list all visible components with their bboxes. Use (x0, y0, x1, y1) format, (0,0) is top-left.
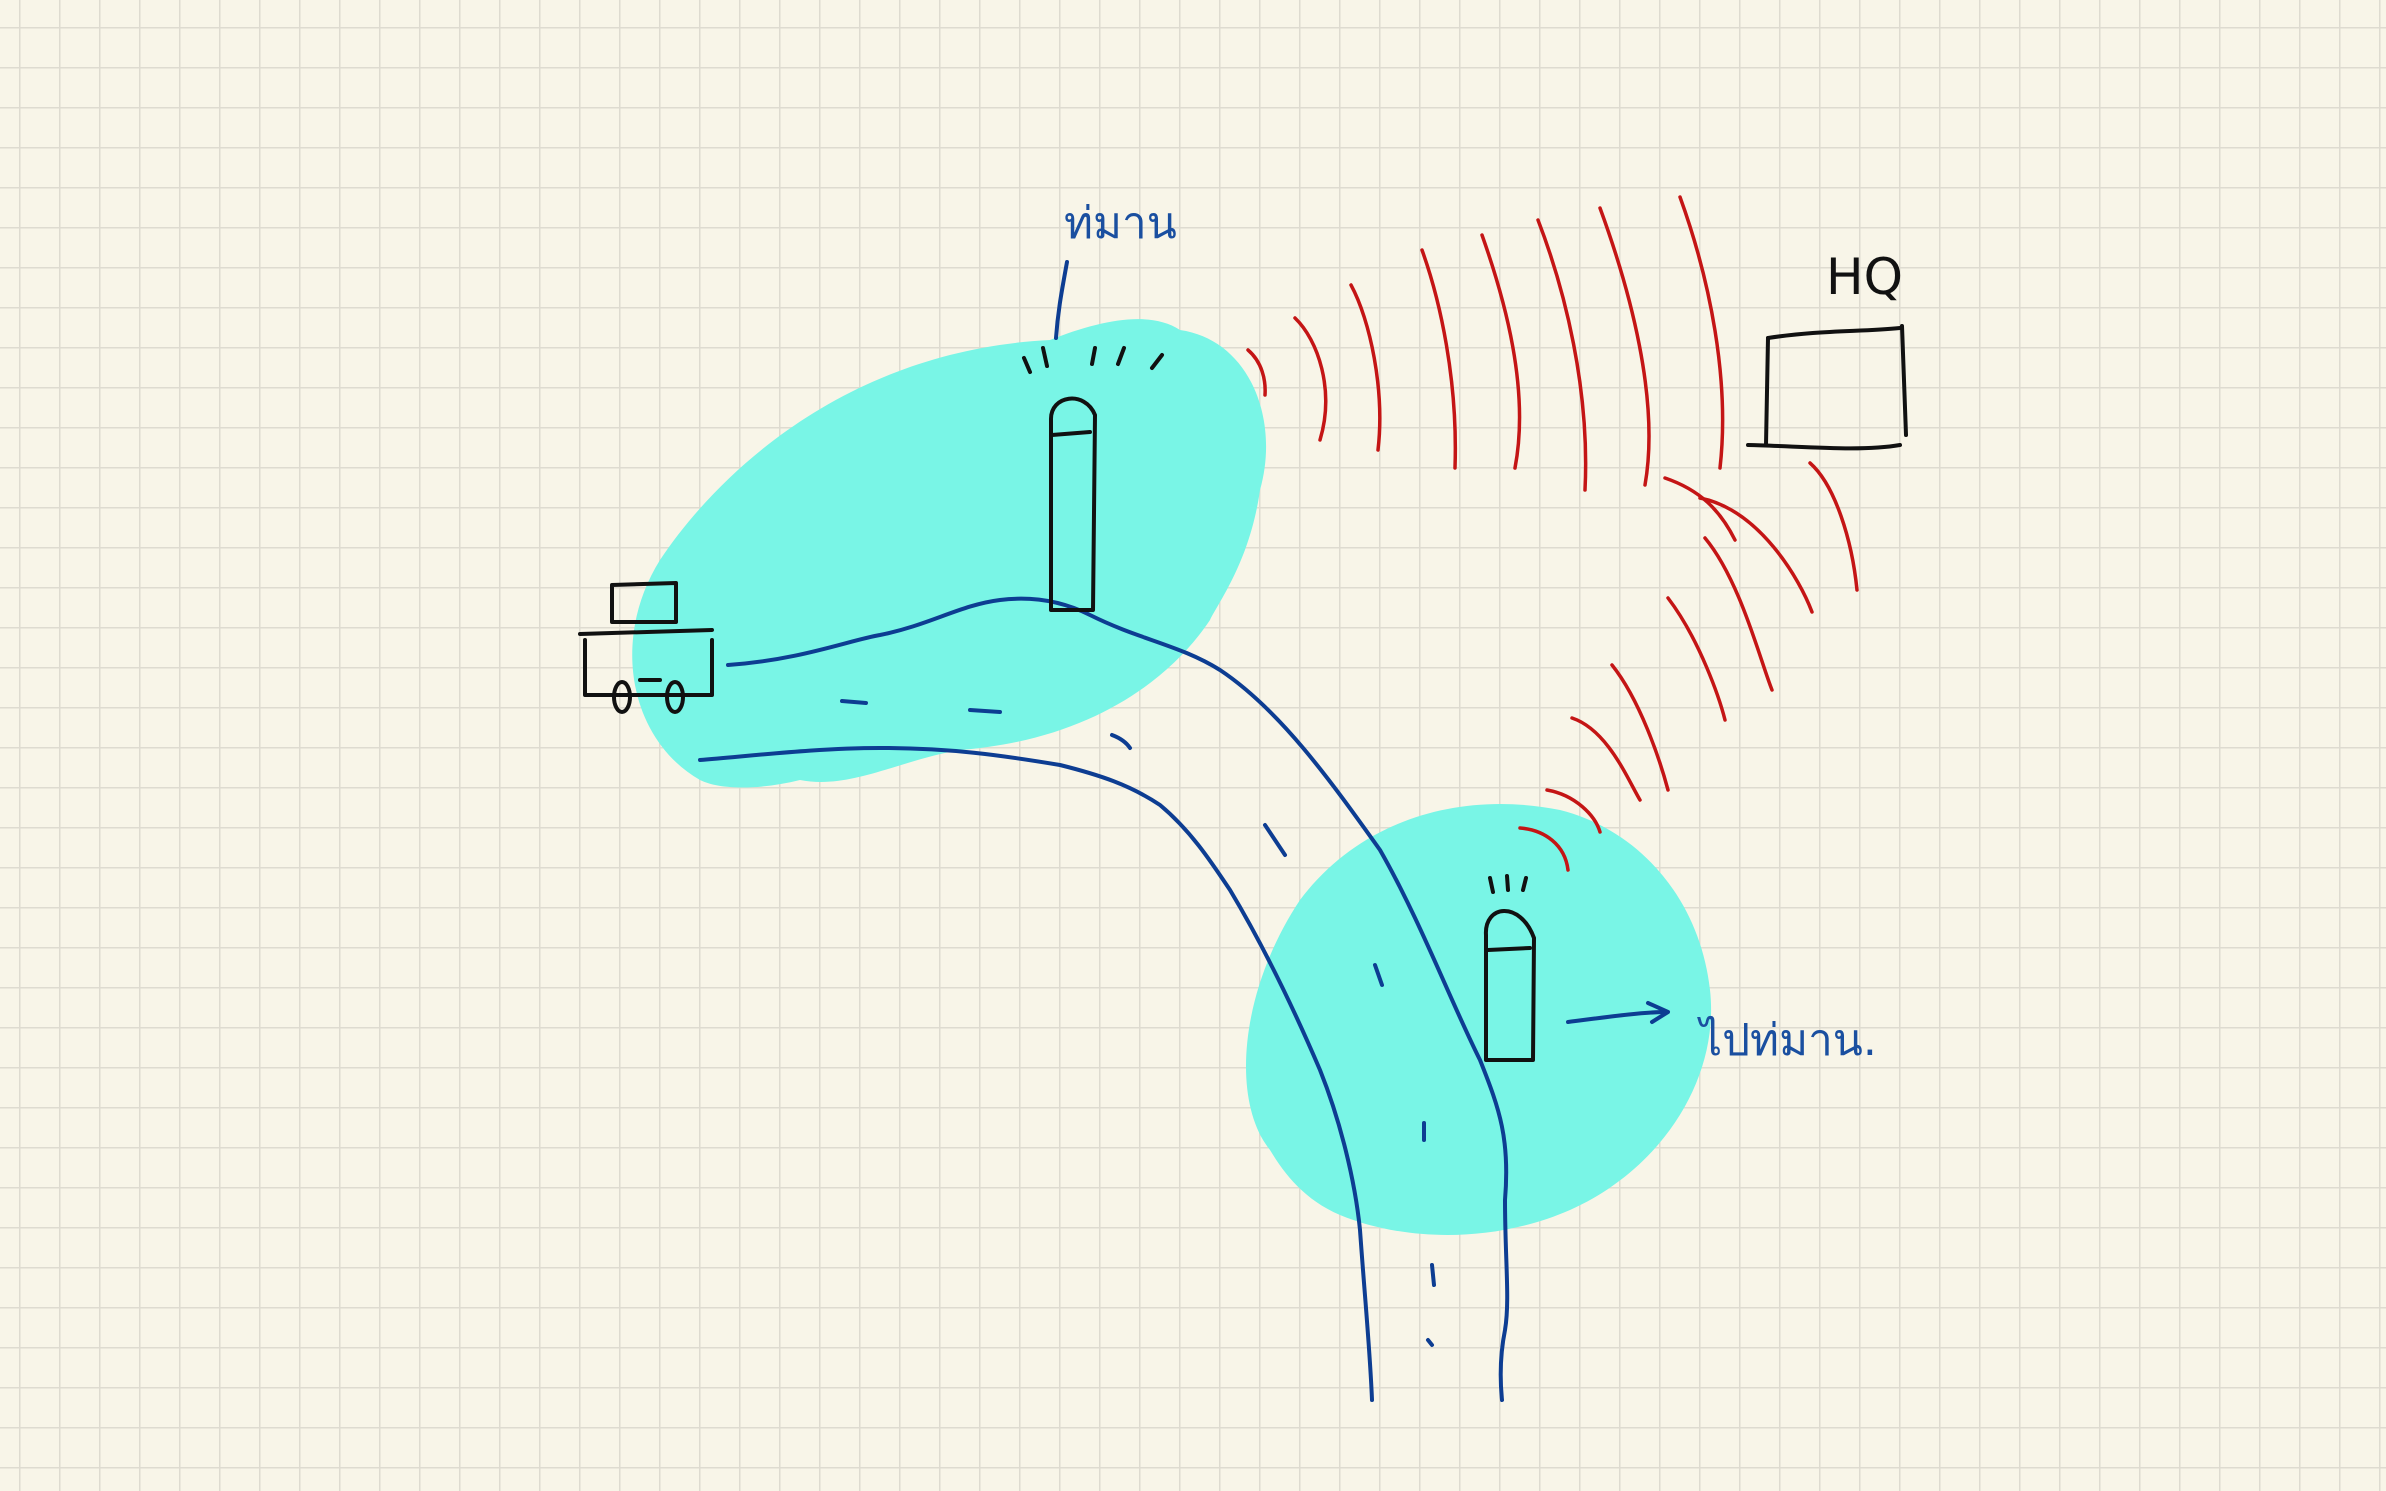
headquarters-building-icon (1746, 324, 1908, 451)
hq-label: HQ (1826, 248, 1903, 306)
truck-icon (578, 581, 714, 714)
radio-tower-icon (1483, 874, 1536, 1062)
upper-tower-label: ท่มาน (1064, 198, 1177, 249)
label-pointer (1054, 260, 1069, 340)
radio-tower-icon (1022, 346, 1164, 612)
signal-wave-icon (1518, 461, 1859, 872)
signal-wave-icon (1246, 195, 1725, 492)
coverage-area-upper (632, 319, 1267, 788)
coverage-area-lower (1246, 804, 1712, 1235)
lower-tower-label: ไปท่มาน. (1697, 1015, 1877, 1066)
road (698, 596, 1510, 1402)
arrow-right-icon (1566, 1001, 1670, 1024)
